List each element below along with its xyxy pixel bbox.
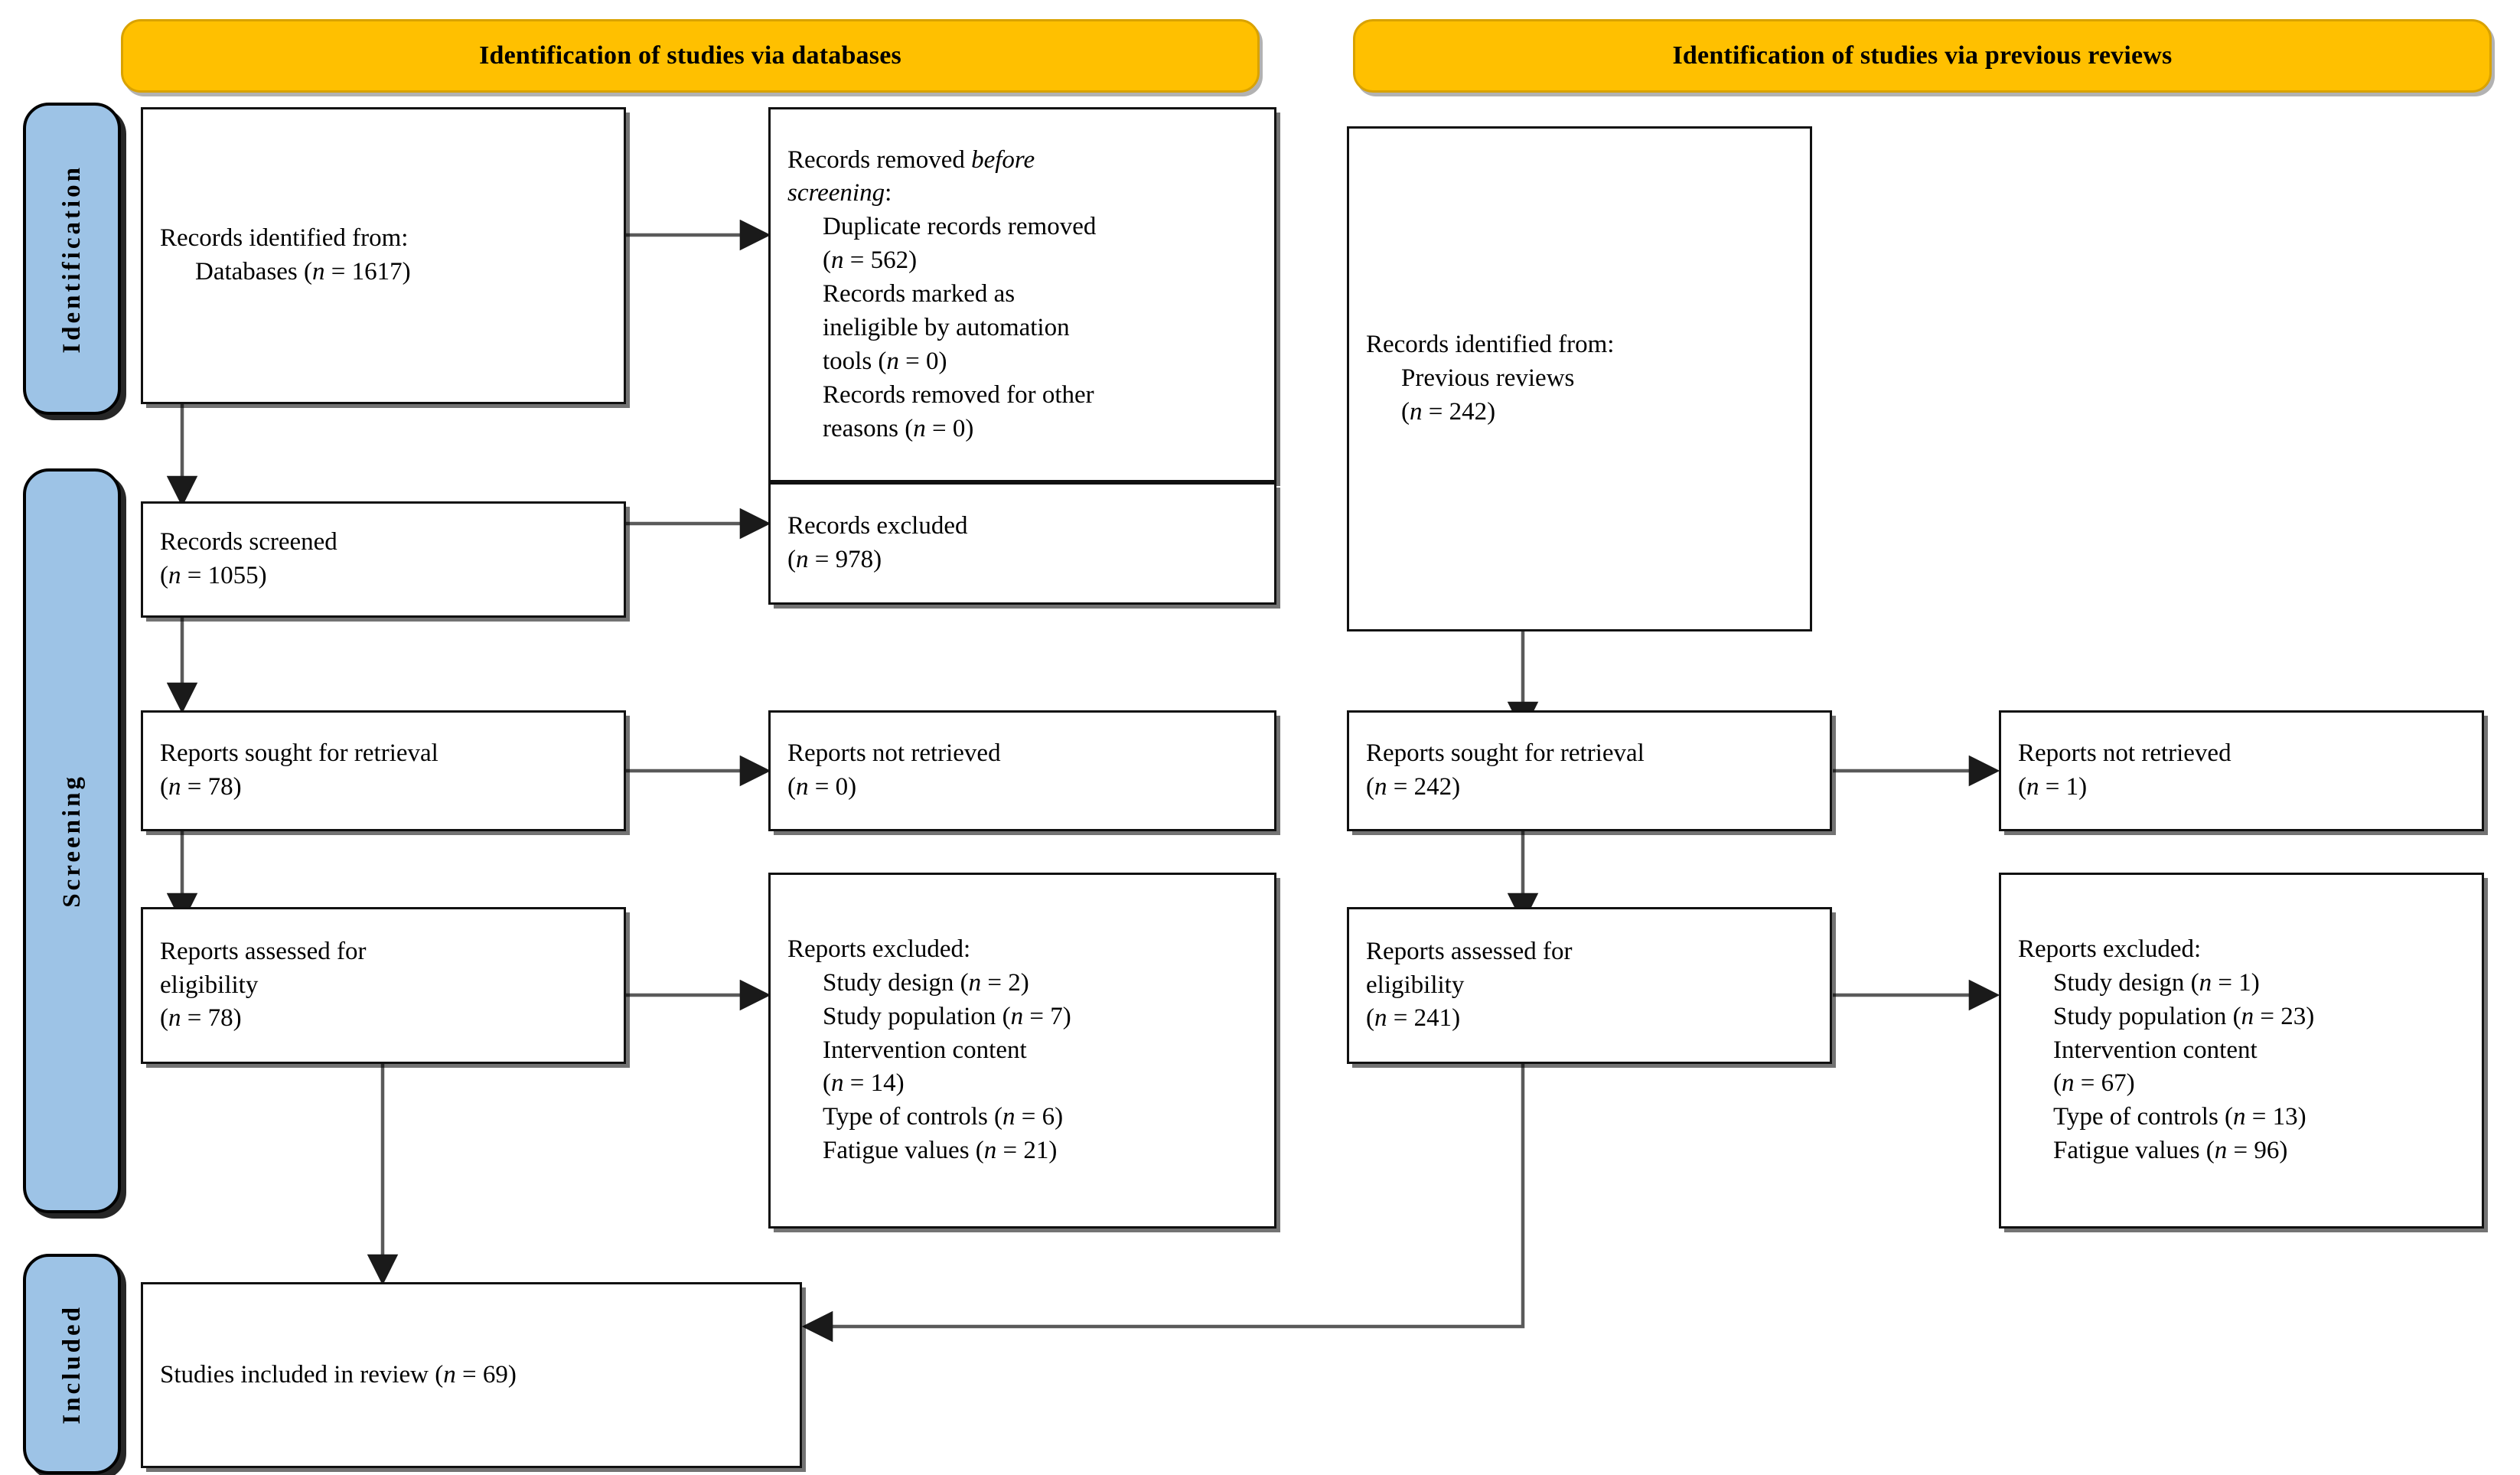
- pr-not-retrieved-line1: Reports not retrieved: [2018, 739, 2231, 768]
- stage-pill-identification: Identification: [23, 103, 121, 415]
- pr-not-retrieved-line2: (n = 1): [2018, 773, 2088, 801]
- box-records-identified-previous-reviews: Records identified from: Previous review…: [1347, 126, 1812, 631]
- pr-identified-line1: Records identified from:: [1366, 331, 1615, 359]
- pr-reports-excluded-item-4: Fatigue values (n = 96): [2053, 1137, 2288, 1165]
- box-reports-not-retrieved-databases: Reports not retrieved (n = 0): [768, 710, 1276, 831]
- header-databases-label: Identification of studies via databases: [479, 41, 901, 70]
- stage-pill-identification-label: Identification: [57, 164, 86, 354]
- box-reports-assessed-databases: Reports assessed for eligibility (n = 78…: [141, 907, 626, 1064]
- reports-excluded-db-item-2b: (n = 14): [823, 1069, 905, 1098]
- reports-assessed-db-line2: eligibility: [160, 971, 259, 999]
- pr-reports-excluded-title: Reports excluded:: [2018, 935, 2202, 963]
- pr-reports-excluded-item-1: Study population (n = 23): [2053, 1002, 2315, 1030]
- box-reports-not-retrieved-previous-reviews: Reports not retrieved (n = 1): [1999, 710, 2484, 831]
- box-reports-excluded-databases: Reports excluded: Study design (n = 2) S…: [768, 873, 1276, 1229]
- removed-item-1-line3: tools (n = 0): [823, 347, 947, 375]
- header-previous-reviews: Identification of studies via previous r…: [1353, 19, 2492, 93]
- removed-item-1-line1: Records marked as: [823, 280, 1015, 308]
- studies-included-text: Studies included in review (n = 69): [160, 1360, 517, 1389]
- pr-reports-sought-line1: Reports sought for retrieval: [1366, 739, 1645, 768]
- reports-excluded-db-item-3: Type of controls (n = 6): [823, 1103, 1064, 1131]
- box-reports-sought-databases: Reports sought for retrieval (n = 78): [141, 710, 626, 831]
- reports-excluded-db-item-4: Fatigue values (n = 21): [823, 1137, 1058, 1165]
- records-excluded-line2: (n = 978): [787, 546, 882, 573]
- box-records-identified-databases: Records identified from: Databases (n = …: [141, 107, 626, 404]
- records-identified-line2: Databases (n = 1617): [195, 258, 411, 286]
- reports-excluded-db-item-0: Study design (n = 2): [823, 968, 1029, 997]
- pr-reports-excluded-item-0: Study design (n = 1): [2053, 968, 2260, 997]
- reports-assessed-db-line3: (n = 78): [160, 1004, 242, 1033]
- records-screened-line2: (n = 1055): [160, 562, 267, 589]
- removed-item-0-line1: Duplicate records removed: [823, 213, 1097, 241]
- reports-not-retrieved-db-line1: Reports not retrieved: [787, 739, 1001, 768]
- stage-pill-screening: Screening: [23, 468, 121, 1213]
- pr-identified-line3: (n = 242): [1401, 397, 1496, 426]
- removed-title-second-line: screening:: [787, 177, 1257, 210]
- pr-identified-line2: Previous reviews: [1401, 364, 1575, 393]
- removed-item-2-line1: Records removed for other: [823, 380, 1094, 409]
- pr-reports-assessed-line1: Reports assessed for: [1366, 937, 1573, 965]
- removed-title-colon: :: [885, 179, 892, 207]
- pr-reports-excluded-item-2b: (n = 67): [2053, 1069, 2135, 1098]
- removed-title: Records removed before: [787, 144, 1257, 178]
- pr-reports-assessed-line2: eligibility: [1366, 971, 1465, 999]
- reports-sought-db-line2: (n = 78): [160, 773, 242, 801]
- removed-item-0-line2: (n = 562): [823, 246, 918, 275]
- records-identified-line1: Records identified from:: [160, 224, 409, 253]
- stage-pill-included-label: Included: [57, 1304, 86, 1424]
- pr-reports-assessed-line3: (n = 241): [1366, 1004, 1461, 1033]
- records-screened-line1: Records screened: [160, 528, 337, 556]
- header-databases: Identification of studies via databases: [121, 19, 1260, 93]
- records-excluded-line1: Records excluded: [787, 512, 968, 540]
- box-reports-sought-previous-reviews: Reports sought for retrieval (n = 242): [1347, 710, 1832, 831]
- box-records-excluded: Records excluded (n = 978): [768, 482, 1276, 605]
- removed-item-1-line2: ineligible by automation: [823, 313, 1070, 341]
- box-records-removed-before-screening: Records removed before screening: Duplic…: [768, 107, 1276, 482]
- box-records-screened: Records screened (n = 1055): [141, 501, 626, 618]
- stage-pill-included: Included: [23, 1254, 121, 1474]
- box-studies-included-in-review: Studies included in review (n = 69): [141, 1282, 802, 1468]
- stage-pill-screening-label: Screening: [57, 774, 86, 908]
- pr-reports-excluded-item-2: Intervention content: [2053, 1036, 2258, 1064]
- removed-title-emphasis: before: [971, 145, 1035, 174]
- reports-excluded-db-title: Reports excluded:: [787, 935, 971, 963]
- removed-item-2-line2: reasons (n = 0): [823, 414, 974, 442]
- reports-excluded-db-item-1: Study population (n = 7): [823, 1002, 1071, 1030]
- removed-title-emphasis2: screening: [787, 179, 885, 207]
- pr-reports-excluded-item-3: Type of controls (n = 13): [2053, 1103, 2306, 1131]
- reports-sought-db-line1: Reports sought for retrieval: [160, 739, 438, 768]
- box-reports-assessed-previous-reviews: Reports assessed for eligibility (n = 24…: [1347, 907, 1832, 1064]
- header-previous-reviews-label: Identification of studies via previous r…: [1672, 41, 2173, 70]
- reports-excluded-db-item-2: Intervention content: [823, 1036, 1027, 1064]
- reports-not-retrieved-db-line2: (n = 0): [787, 773, 857, 801]
- box-reports-excluded-previous-reviews: Reports excluded: Study design (n = 1) S…: [1999, 873, 2484, 1229]
- pr-reports-sought-line2: (n = 242): [1366, 773, 1461, 801]
- removed-title-plain: Records removed: [787, 145, 972, 174]
- reports-assessed-db-line1: Reports assessed for: [160, 937, 367, 965]
